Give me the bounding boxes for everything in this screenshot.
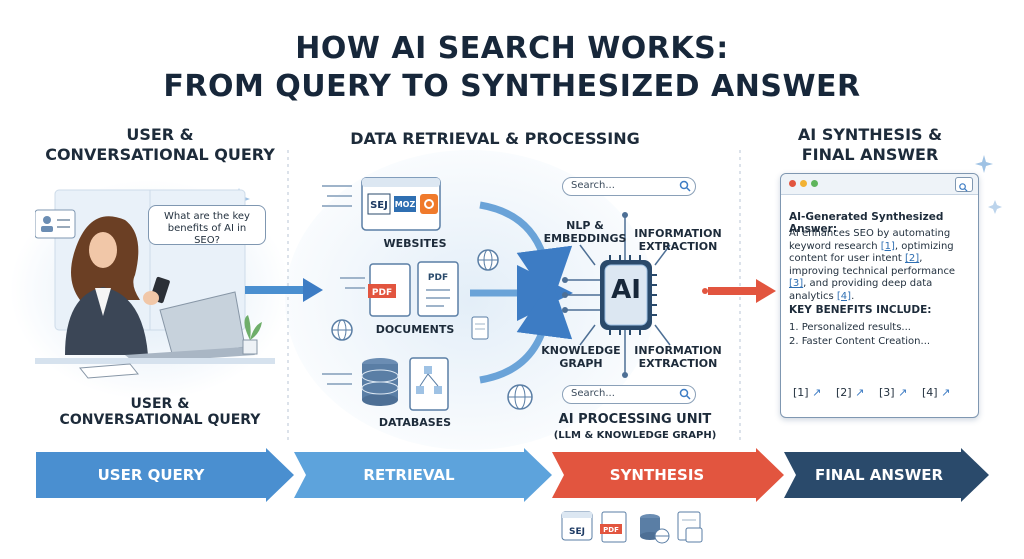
external-link-icon: ↗ [941, 386, 951, 399]
sparkle-icon [975, 155, 993, 173]
node-info-top-l2: EXTRACTION [638, 240, 718, 253]
ai-chip [562, 212, 671, 378]
pipeline-stage-synthesis: SYNTHESIS [609, 466, 705, 484]
ai-chip-label: AI [611, 275, 641, 305]
inline-citation[interactable]: [4] [836, 290, 852, 302]
sej-mini-logo: SEJ [569, 527, 585, 537]
pipeline-stage-final-answer: FINAL ANSWER [814, 466, 944, 484]
synthesis-heading-line2: FINAL ANSWER [801, 145, 939, 164]
bottom-icon-row: SEJ PDF [561, 511, 703, 544]
sej-logo: SEJ [370, 200, 388, 211]
pipeline-stage-user-query: USER QUERY [97, 466, 205, 484]
speech-bubble: What are the key benefits of AI in SEO? [148, 205, 266, 246]
answer-card-titlebar [781, 174, 978, 195]
window-dot-green [811, 180, 818, 187]
source-label-documents: DOCUMENTS [375, 323, 455, 336]
flow-arrows-to-ai [470, 201, 573, 384]
citation-link-2[interactable]: [2] ↗ [836, 386, 865, 399]
external-link-icon: ↗ [898, 386, 908, 399]
search-icon [679, 388, 691, 400]
websites-icon: SEJ MOZ [322, 177, 441, 231]
answer-body-text: . [851, 290, 855, 302]
answer-body-text: , improving technical performance [789, 253, 956, 277]
moz-logo: MOZ [395, 200, 416, 209]
svg-text:PDF: PDF [428, 273, 448, 283]
external-link-icon: ↗ [855, 386, 865, 399]
hubspot-icon [420, 194, 438, 214]
search-bar-bottom[interactable]: Search... [562, 385, 696, 404]
node-kg-l1: KNOWLEDGE [541, 344, 621, 357]
retrieval-heading: DATA RETRIEVAL & PROCESSING [350, 129, 640, 148]
node-nlp-l1: NLP & [566, 219, 604, 232]
benefits-heading: KEY BENEFITS INCLUDE: [789, 304, 932, 316]
globe-icon [477, 249, 499, 271]
user-caption-line1: USER & [130, 396, 190, 412]
benefit-item: 1. Personalized results... [789, 322, 911, 333]
external-link-icon: ↗ [812, 386, 822, 399]
page-title-line2: FROM QUERY TO SYNTHESIZED ANSWER [163, 69, 861, 104]
source-label-websites: WEBSITES [383, 237, 447, 250]
answer-body-text: AI enhances SEO by automating keyword re… [789, 228, 951, 252]
node-kg-l2: GRAPH [559, 357, 603, 370]
node-info-bottom-l2: EXTRACTION [638, 357, 718, 370]
svg-text:PDF: PDF [603, 526, 619, 534]
synthesis-heading-line1: AI SYNTHESIS & [797, 125, 943, 144]
user-to-retrieval-arrow [245, 278, 323, 302]
globe-icon [507, 384, 533, 410]
answer-title: AI-Generated Synthesized Answer: [789, 211, 944, 235]
card-search-button[interactable] [955, 177, 973, 192]
node-nlp-l2: EMBEDDINGS [543, 232, 627, 245]
profile-card-icon [35, 209, 76, 239]
inline-citation[interactable]: [2] [905, 253, 920, 264]
window-dot-red [789, 180, 796, 187]
page-title-line1: HOW AI SEARCH WORKS: [295, 31, 729, 66]
globe-icon [331, 319, 353, 341]
inline-citation[interactable]: [1] [880, 240, 895, 252]
search-icon [679, 180, 691, 192]
citation-link-4[interactable]: [4] ↗ [922, 386, 951, 399]
search-icon [959, 183, 968, 192]
ai-to-answer-arrow [702, 279, 776, 303]
user-section-heading-line2: CONVERSATIONAL QUERY [45, 145, 275, 164]
pipeline-stage-retrieval: RETRIEVAL [363, 466, 455, 484]
citation-row: [1] ↗ [2] ↗ [3] ↗ [4] ↗ [793, 386, 973, 404]
search-bar-bottom-text: Search... [571, 388, 615, 399]
documents-icon: PDF PDF [340, 261, 459, 317]
svg-text:PDF: PDF [372, 288, 392, 298]
document-icon [471, 316, 489, 340]
databases-icon [322, 357, 449, 411]
search-bar-top[interactable]: Search... [562, 177, 696, 196]
answer-body-text: , optimizing content for user intent [789, 240, 954, 265]
ai-unit-subcaption: (LLM & KNOWLEDGE GRAPH) [553, 430, 717, 441]
benefit-item: 2. Faster Content Creation... [789, 336, 931, 347]
answer-body-text: , and providing deep data analytics [789, 278, 933, 302]
answer-card: AI-Generated Synthesized Answer: AI enha… [780, 173, 979, 418]
ai-unit-caption: AI PROCESSING UNIT [558, 412, 712, 427]
pipeline-band [36, 448, 989, 502]
source-label-databases: DATABASES [378, 416, 452, 429]
window-dot-yellow [800, 180, 807, 187]
citation-link-3[interactable]: [3] ↗ [879, 386, 908, 399]
answer-body: AI enhances SEO by automating keyword re… [789, 228, 974, 303]
citation-link-1[interactable]: [1] ↗ [793, 386, 822, 399]
user-caption-line2: CONVERSATIONAL QUERY [59, 412, 261, 428]
user-section-heading-line1: USER & [126, 125, 194, 144]
node-info-top-l1: INFORMATION [634, 227, 722, 240]
search-bar-top-text: Search... [571, 180, 615, 191]
node-info-bottom-l1: INFORMATION [634, 344, 722, 357]
inline-citation[interactable]: [3] [789, 278, 804, 289]
